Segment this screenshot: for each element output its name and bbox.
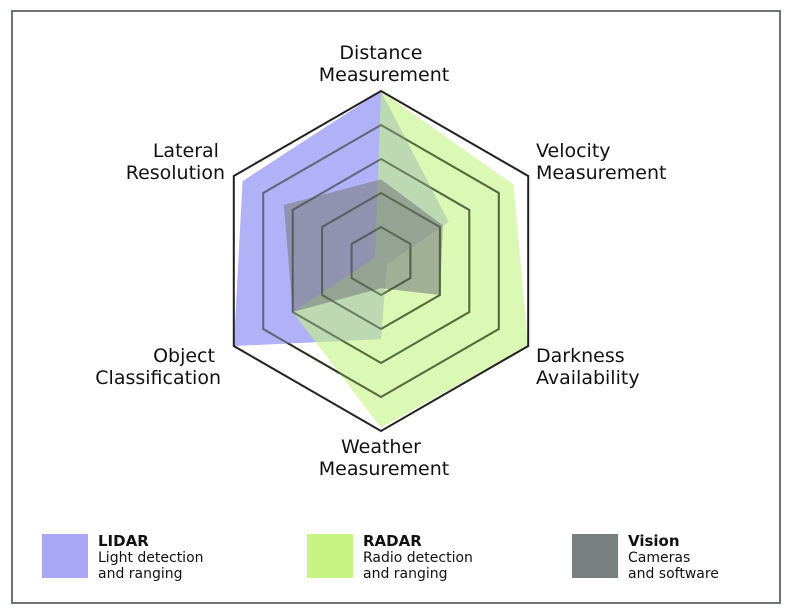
legend-item-lidar: LIDAR Light detection and ranging	[42, 532, 204, 582]
axis-label-lateral-line2: Resolution	[126, 162, 225, 184]
grid-ring-overlay-1	[350, 225, 412, 297]
axis-label-weather: Weather Measurement	[319, 436, 449, 480]
legend-desc-lidar-line1: Light detection	[98, 550, 204, 566]
legend-item-vision: Vision Cameras and software	[572, 532, 719, 582]
axis-label-darkness-line1: Darkness	[536, 345, 625, 367]
axis-label-object-line1: Object	[153, 345, 215, 367]
grid-ring-overlay-4	[262, 123, 500, 399]
legend-swatch-vision	[572, 534, 618, 578]
axis-label-velocity: Velocity Measurement	[536, 140, 666, 184]
legend-item-radar: RADAR Radio detection and ranging	[307, 532, 473, 582]
legend-desc-lidar-line2: and ranging	[98, 566, 183, 582]
grid-ring-overlay-3	[291, 157, 471, 365]
series-area-vision	[283, 179, 443, 312]
axis-label-distance-line2: Measurement	[319, 64, 449, 86]
legend-swatch-radar	[307, 534, 353, 578]
legend: LIDAR Light detection and ranging RADAR …	[42, 532, 719, 582]
axis-label-velocity-line1: Velocity	[536, 140, 611, 162]
axis-label-darkness-line2: Availability	[536, 367, 640, 389]
axis-label-distance-line1: Distance	[339, 42, 422, 64]
axis-label-velocity-line2: Measurement	[536, 162, 666, 184]
axis-label-lateral-line1: Lateral	[153, 140, 219, 162]
legend-title-vision: Vision	[628, 532, 680, 550]
axis-label-weather-line1: Weather	[341, 436, 421, 458]
legend-title-radar: RADAR	[363, 532, 422, 550]
axis-label-object-line2: Classification	[95, 367, 221, 389]
axis-label-weather-line2: Measurement	[319, 458, 449, 480]
data-series-group	[233, 91, 529, 428]
legend-desc-vision-line2: and software	[628, 566, 719, 582]
legend-title-lidar: LIDAR	[98, 532, 149, 550]
axis-label-distance: Distance Measurement	[319, 42, 449, 86]
grid-ring-outer	[232, 89, 530, 433]
legend-swatch-lidar	[42, 534, 88, 578]
legend-desc-radar-line2: and ranging	[363, 566, 448, 582]
axis-label-object: Object Classification	[95, 345, 221, 389]
axis-label-lateral: Lateral Resolution	[126, 140, 225, 184]
legend-desc-vision-line1: Cameras	[628, 550, 690, 566]
grid-ring-overlay-2	[321, 191, 441, 331]
axis-label-darkness: Darkness Availability	[536, 345, 640, 389]
legend-desc-radar-line1: Radio detection	[363, 550, 473, 566]
outer-ring	[232, 89, 530, 433]
